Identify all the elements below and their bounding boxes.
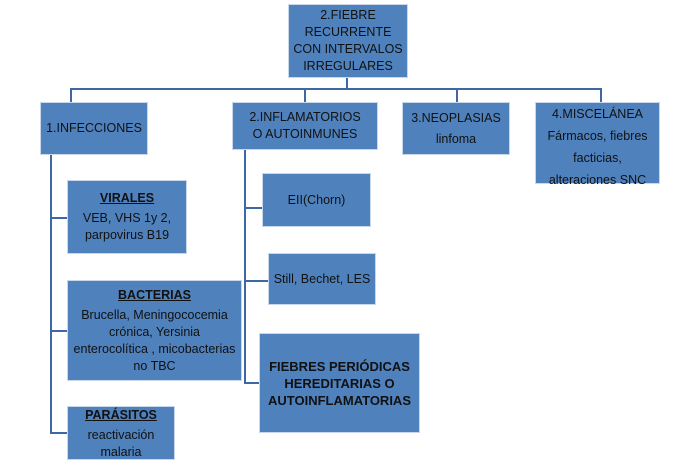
connector <box>346 77 348 89</box>
connector <box>50 155 52 433</box>
category-label: 4.MISCELÁNEA <box>551 107 643 121</box>
category-label: 2.INFLAMATORIOS O AUTOINMUNES <box>249 110 361 141</box>
parasitos-node: PARÁSITOS reactivación malaria <box>67 406 175 460</box>
node-title: BACTERIAS <box>118 287 191 302</box>
category-neoplasias: 3.NEOPLASIAS linfoma <box>402 102 510 155</box>
category-miscelanea: 4.MISCELÁNEA Fármacos, fiebres facticias… <box>535 102 660 187</box>
connector <box>244 280 268 282</box>
bacterias-node: BACTERIAS Brucella, Meningococemia cróni… <box>67 280 242 381</box>
virales-node: VIRALES VEB, VHS 1y 2, parpovirus B19 <box>67 180 187 254</box>
category-detail: linfoma <box>435 131 477 146</box>
connector <box>50 432 67 434</box>
connector <box>50 330 67 332</box>
node-label: EII(Chorn) <box>287 192 346 207</box>
category-infecciones: 1.INFECCIONES <box>40 102 148 155</box>
node-detail: reactivación malaria <box>87 428 155 459</box>
category-label: 1.INFECCIONES <box>46 121 142 135</box>
connector <box>50 217 67 219</box>
node-title: PARÁSITOS <box>85 408 157 422</box>
still-node: Still, Bechet, LES <box>268 253 376 305</box>
connector <box>456 88 458 102</box>
connector <box>70 88 602 90</box>
fiebres-periodicas-node: FIEBRES PERIÓDICAS HEREDITARIAS O AUTOIN… <box>259 333 420 433</box>
node-detail: Brucella, Meningococemia crónica, Yersin… <box>73 307 236 373</box>
category-inflamatorios: 2.INFLAMATORIOS O AUTOINMUNES <box>232 102 378 150</box>
connector <box>244 382 259 384</box>
connector <box>244 207 262 209</box>
connector <box>70 88 72 102</box>
category-detail: Fármacos, fiebres facticias, alteracione… <box>547 129 648 187</box>
node-title: VIRALES <box>99 191 155 205</box>
node-detail: VEB, VHS 1y 2, parpovirus B19 <box>82 211 172 242</box>
node-label: Still, Bechet, LES <box>273 271 371 286</box>
node-label: FIEBRES PERIÓDICAS HEREDITARIAS O AUTOIN… <box>268 358 411 408</box>
connector <box>600 88 602 102</box>
category-label: 3.NEOPLASIAS <box>411 110 501 125</box>
root-node: 2.FIEBRE RECURRENTE CON INTERVALOS IRREG… <box>288 4 408 78</box>
root-label: 2.FIEBRE RECURRENTE CON INTERVALOS IRREG… <box>293 8 403 73</box>
connector <box>244 150 246 384</box>
eii-node: EII(Chorn) <box>262 173 371 227</box>
connector <box>304 88 306 102</box>
